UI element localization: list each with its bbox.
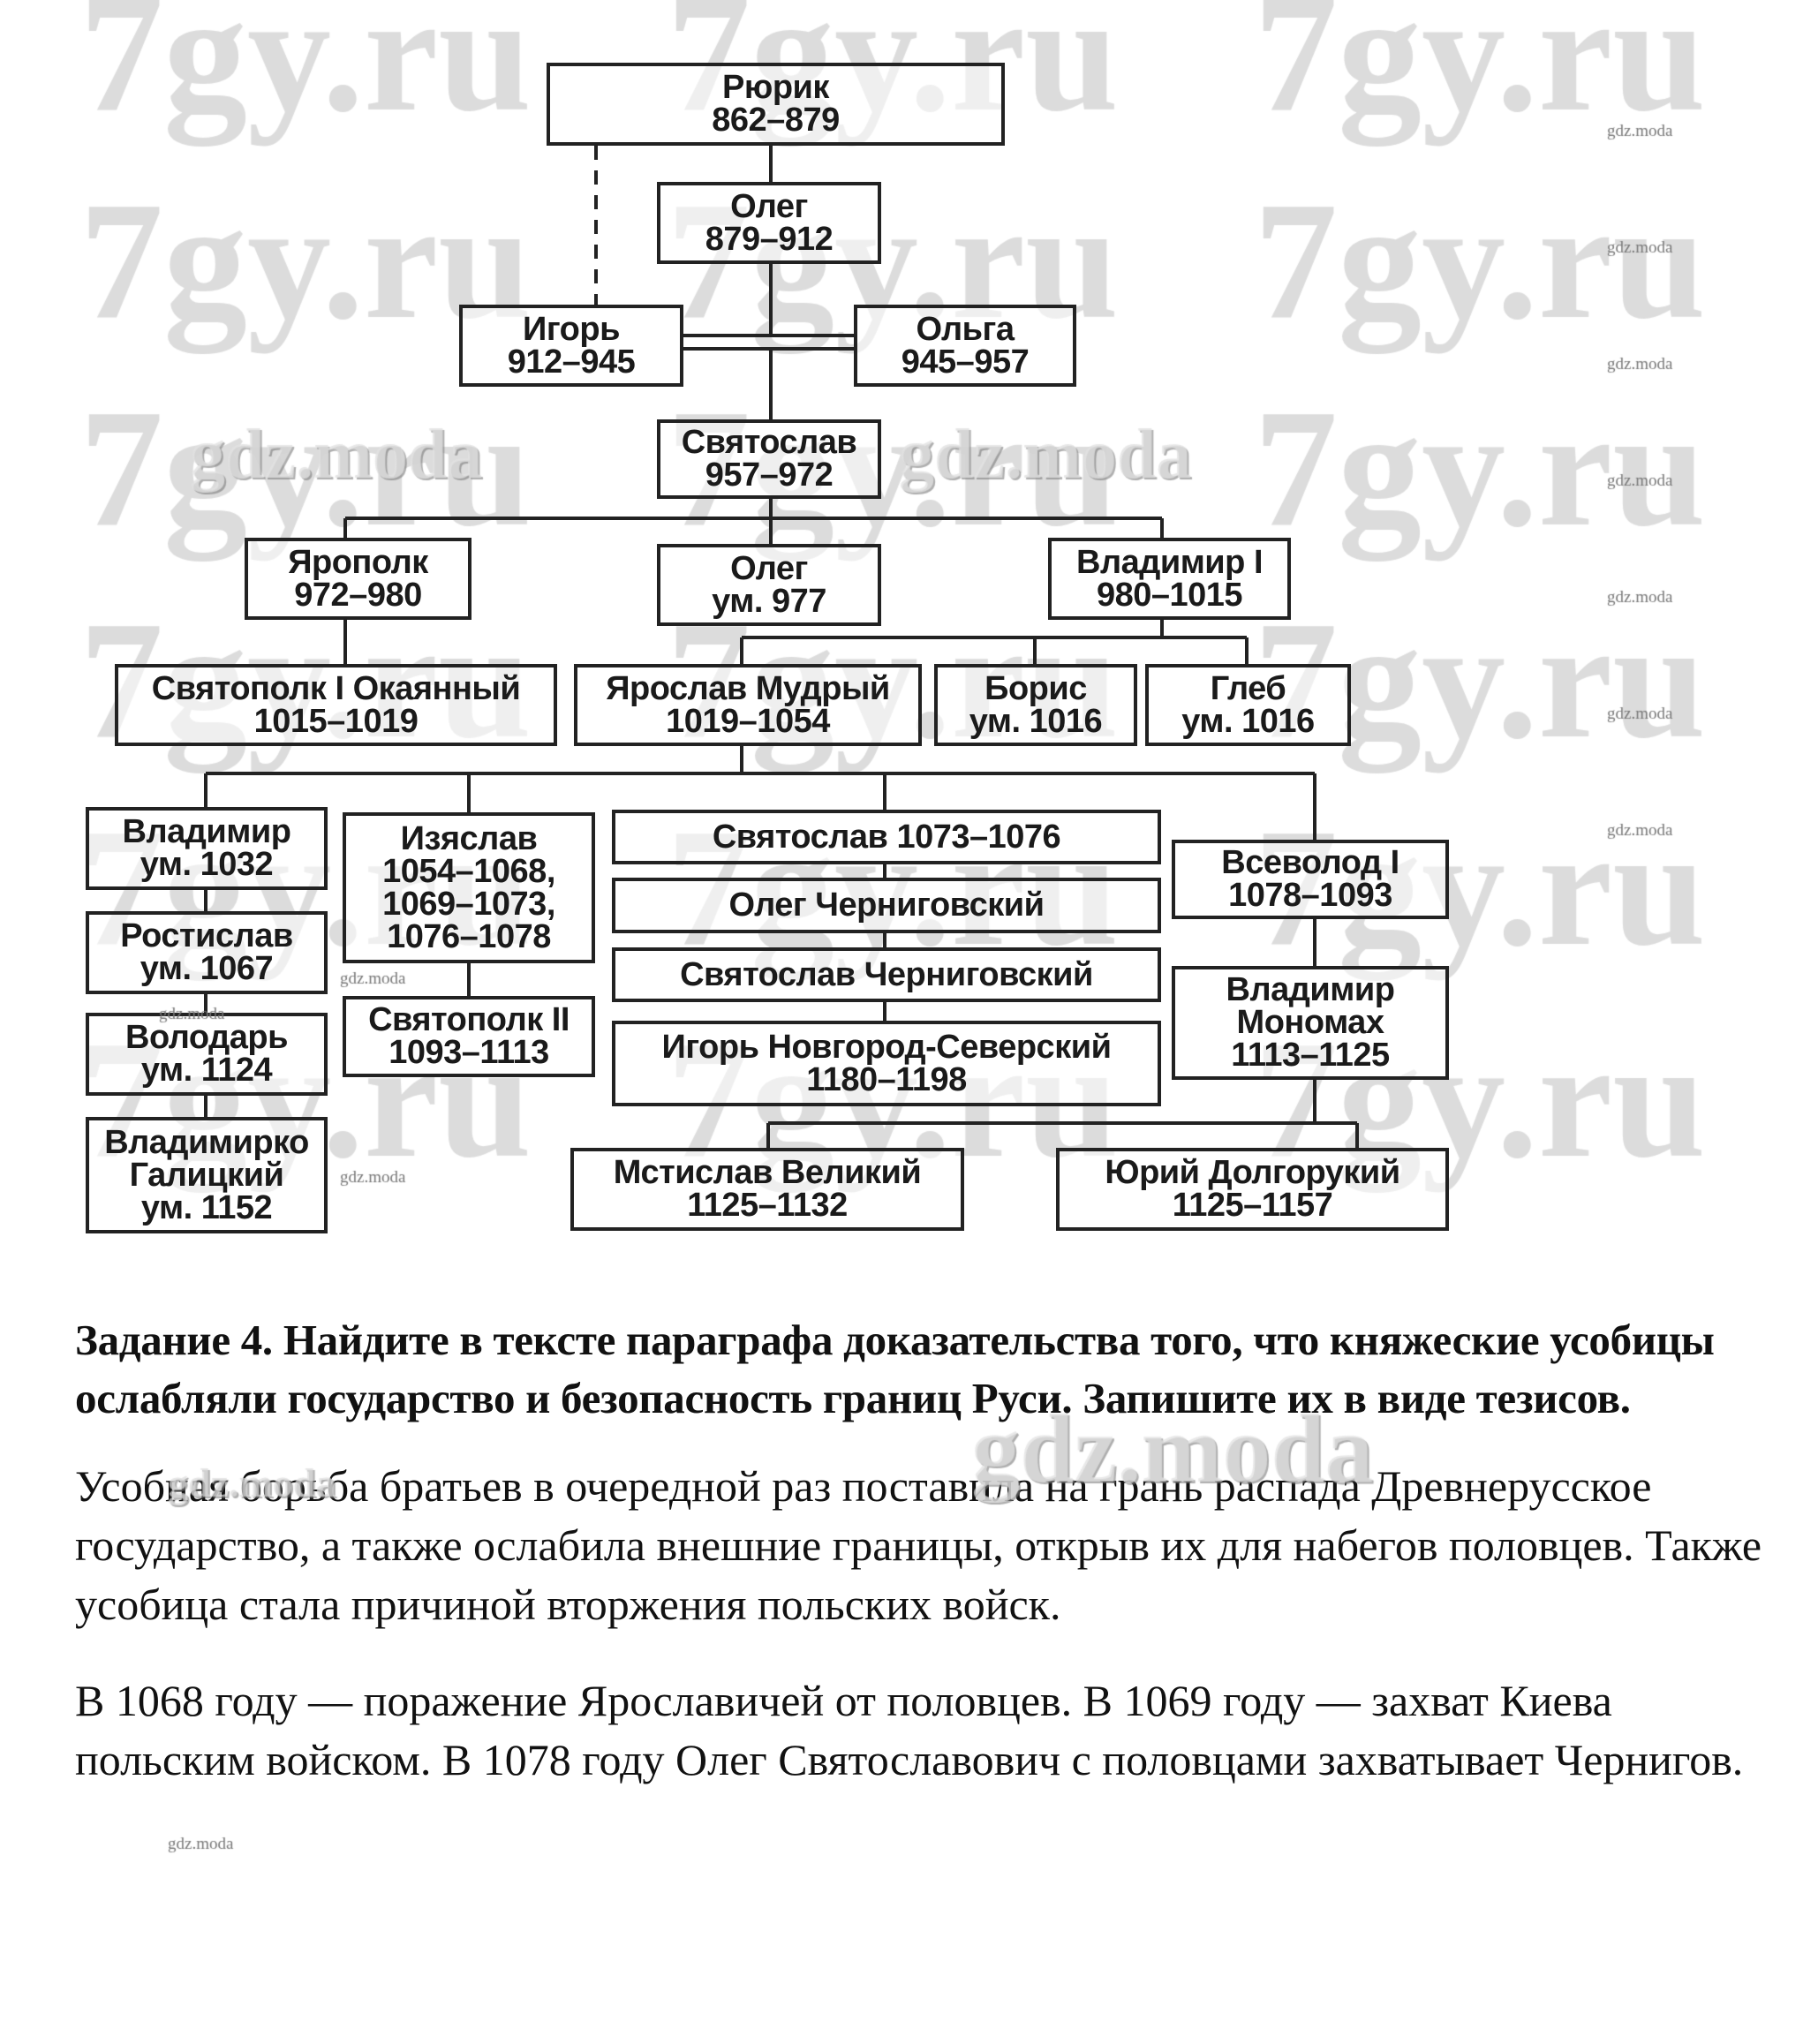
tree-node-line: Владимир I: [1076, 543, 1264, 581]
tree-node-line: Юрий Долгорукий: [1105, 1154, 1400, 1191]
tree-node-line: Мстислав Великий: [613, 1154, 922, 1191]
tree-node-line: Глеб: [1210, 669, 1286, 707]
tree-node-line: Всеволод I: [1221, 844, 1399, 881]
tree-node-line: Ростислав: [120, 917, 293, 954]
tree-node-line: ум. 977: [712, 582, 826, 620]
tree-node-line: ум. 1032: [140, 846, 274, 883]
tree-node-line: Святополк I Окаянный: [151, 669, 521, 707]
tree-node-line: ум. 1152: [140, 1188, 273, 1226]
tree-node-line: ум. 1016: [1181, 702, 1315, 740]
tree-node-line: Рюрик: [722, 69, 829, 106]
tree-node-line: Святослав Черниговский: [680, 955, 1093, 993]
tree-node-line: 980–1015: [1096, 576, 1243, 614]
tree-node-line: 1125–1157: [1172, 1187, 1333, 1224]
tree-node-line: Игорь Новгород-Северский: [661, 1028, 1112, 1066]
tree-node-line: 1019–1054: [666, 702, 830, 740]
tree-node-line: 1054–1068,: [382, 852, 555, 890]
answer-paragraph-1: Усобная борьба братьев в очередной раз п…: [75, 1461, 1762, 1629]
tree-node-line: 1113–1125: [1231, 1037, 1390, 1074]
tree-node-sviatoslav1073: Святослав 1073–1076: [612, 810, 1161, 864]
tree-node-line: Галицкий: [129, 1156, 284, 1194]
tree-node-line: Мономах: [1236, 1004, 1384, 1041]
tree-node-line: 879–912: [705, 220, 834, 258]
answer-paragraph-2: В 1068 году — поражение Ярославичей от п…: [75, 1676, 1744, 1784]
tree-node-line: Ярополк: [288, 543, 428, 581]
tree-node-line: Ольга: [916, 310, 1015, 348]
tree-node-line: Изяслав: [400, 819, 538, 857]
tree-node-line: 1015–1019: [253, 702, 419, 740]
tree-node-line: ум. 1016: [969, 702, 1103, 740]
tree-node-line: Олег Черниговский: [728, 886, 1045, 924]
tree-node-line: 1180–1198: [806, 1060, 967, 1098]
tree-node-line: Святослав: [681, 424, 857, 461]
tree-node-line: 1076–1078: [387, 917, 551, 955]
tree-node-line: 972–980: [294, 576, 422, 614]
tree-node-line: Святослав 1073–1076: [712, 818, 1061, 856]
task-heading: Задание 4. Найдите в тексте параграфа до…: [75, 1316, 1715, 1422]
tree-node-line: 1093–1113: [389, 1034, 549, 1071]
tree-node-line: 1078–1093: [1228, 877, 1392, 914]
tree-node-line: Святополк II: [368, 1001, 570, 1038]
tree-node-line: Владимир: [1226, 971, 1395, 1008]
tree-node-line: Владимир: [122, 813, 291, 850]
tree-node-sviatchern: Святослав Черниговский: [612, 947, 1161, 1002]
tree-node-line: Олег: [730, 187, 808, 225]
tree-node-line: Олег: [730, 549, 808, 587]
tree-node-line: Володарь: [125, 1019, 288, 1056]
tree-node-line: 862–879: [712, 102, 840, 139]
tree-node-line: Ярослав Мудрый: [606, 669, 890, 707]
tree-node-line: Игорь: [523, 310, 620, 348]
tree-node-line: 912–945: [507, 343, 636, 381]
tree-node-line: 957–972: [705, 456, 834, 494]
tree-node-line: ум. 1124: [140, 1052, 273, 1089]
tree-node-olegchern: Олег Черниговский: [612, 878, 1161, 933]
tree-node-line: ум. 1067: [140, 950, 274, 987]
tree-node-line: 1125–1132: [687, 1187, 848, 1224]
tree-node-line: Борис: [984, 669, 1087, 707]
tree-node-line: 1069–1073,: [382, 885, 555, 923]
tree-node-line: 945–957: [901, 343, 1030, 381]
task-section: Задание 4. Найдите в тексте параграфа до…: [75, 1311, 1797, 1827]
tree-node-line: Владимирко: [104, 1123, 309, 1161]
